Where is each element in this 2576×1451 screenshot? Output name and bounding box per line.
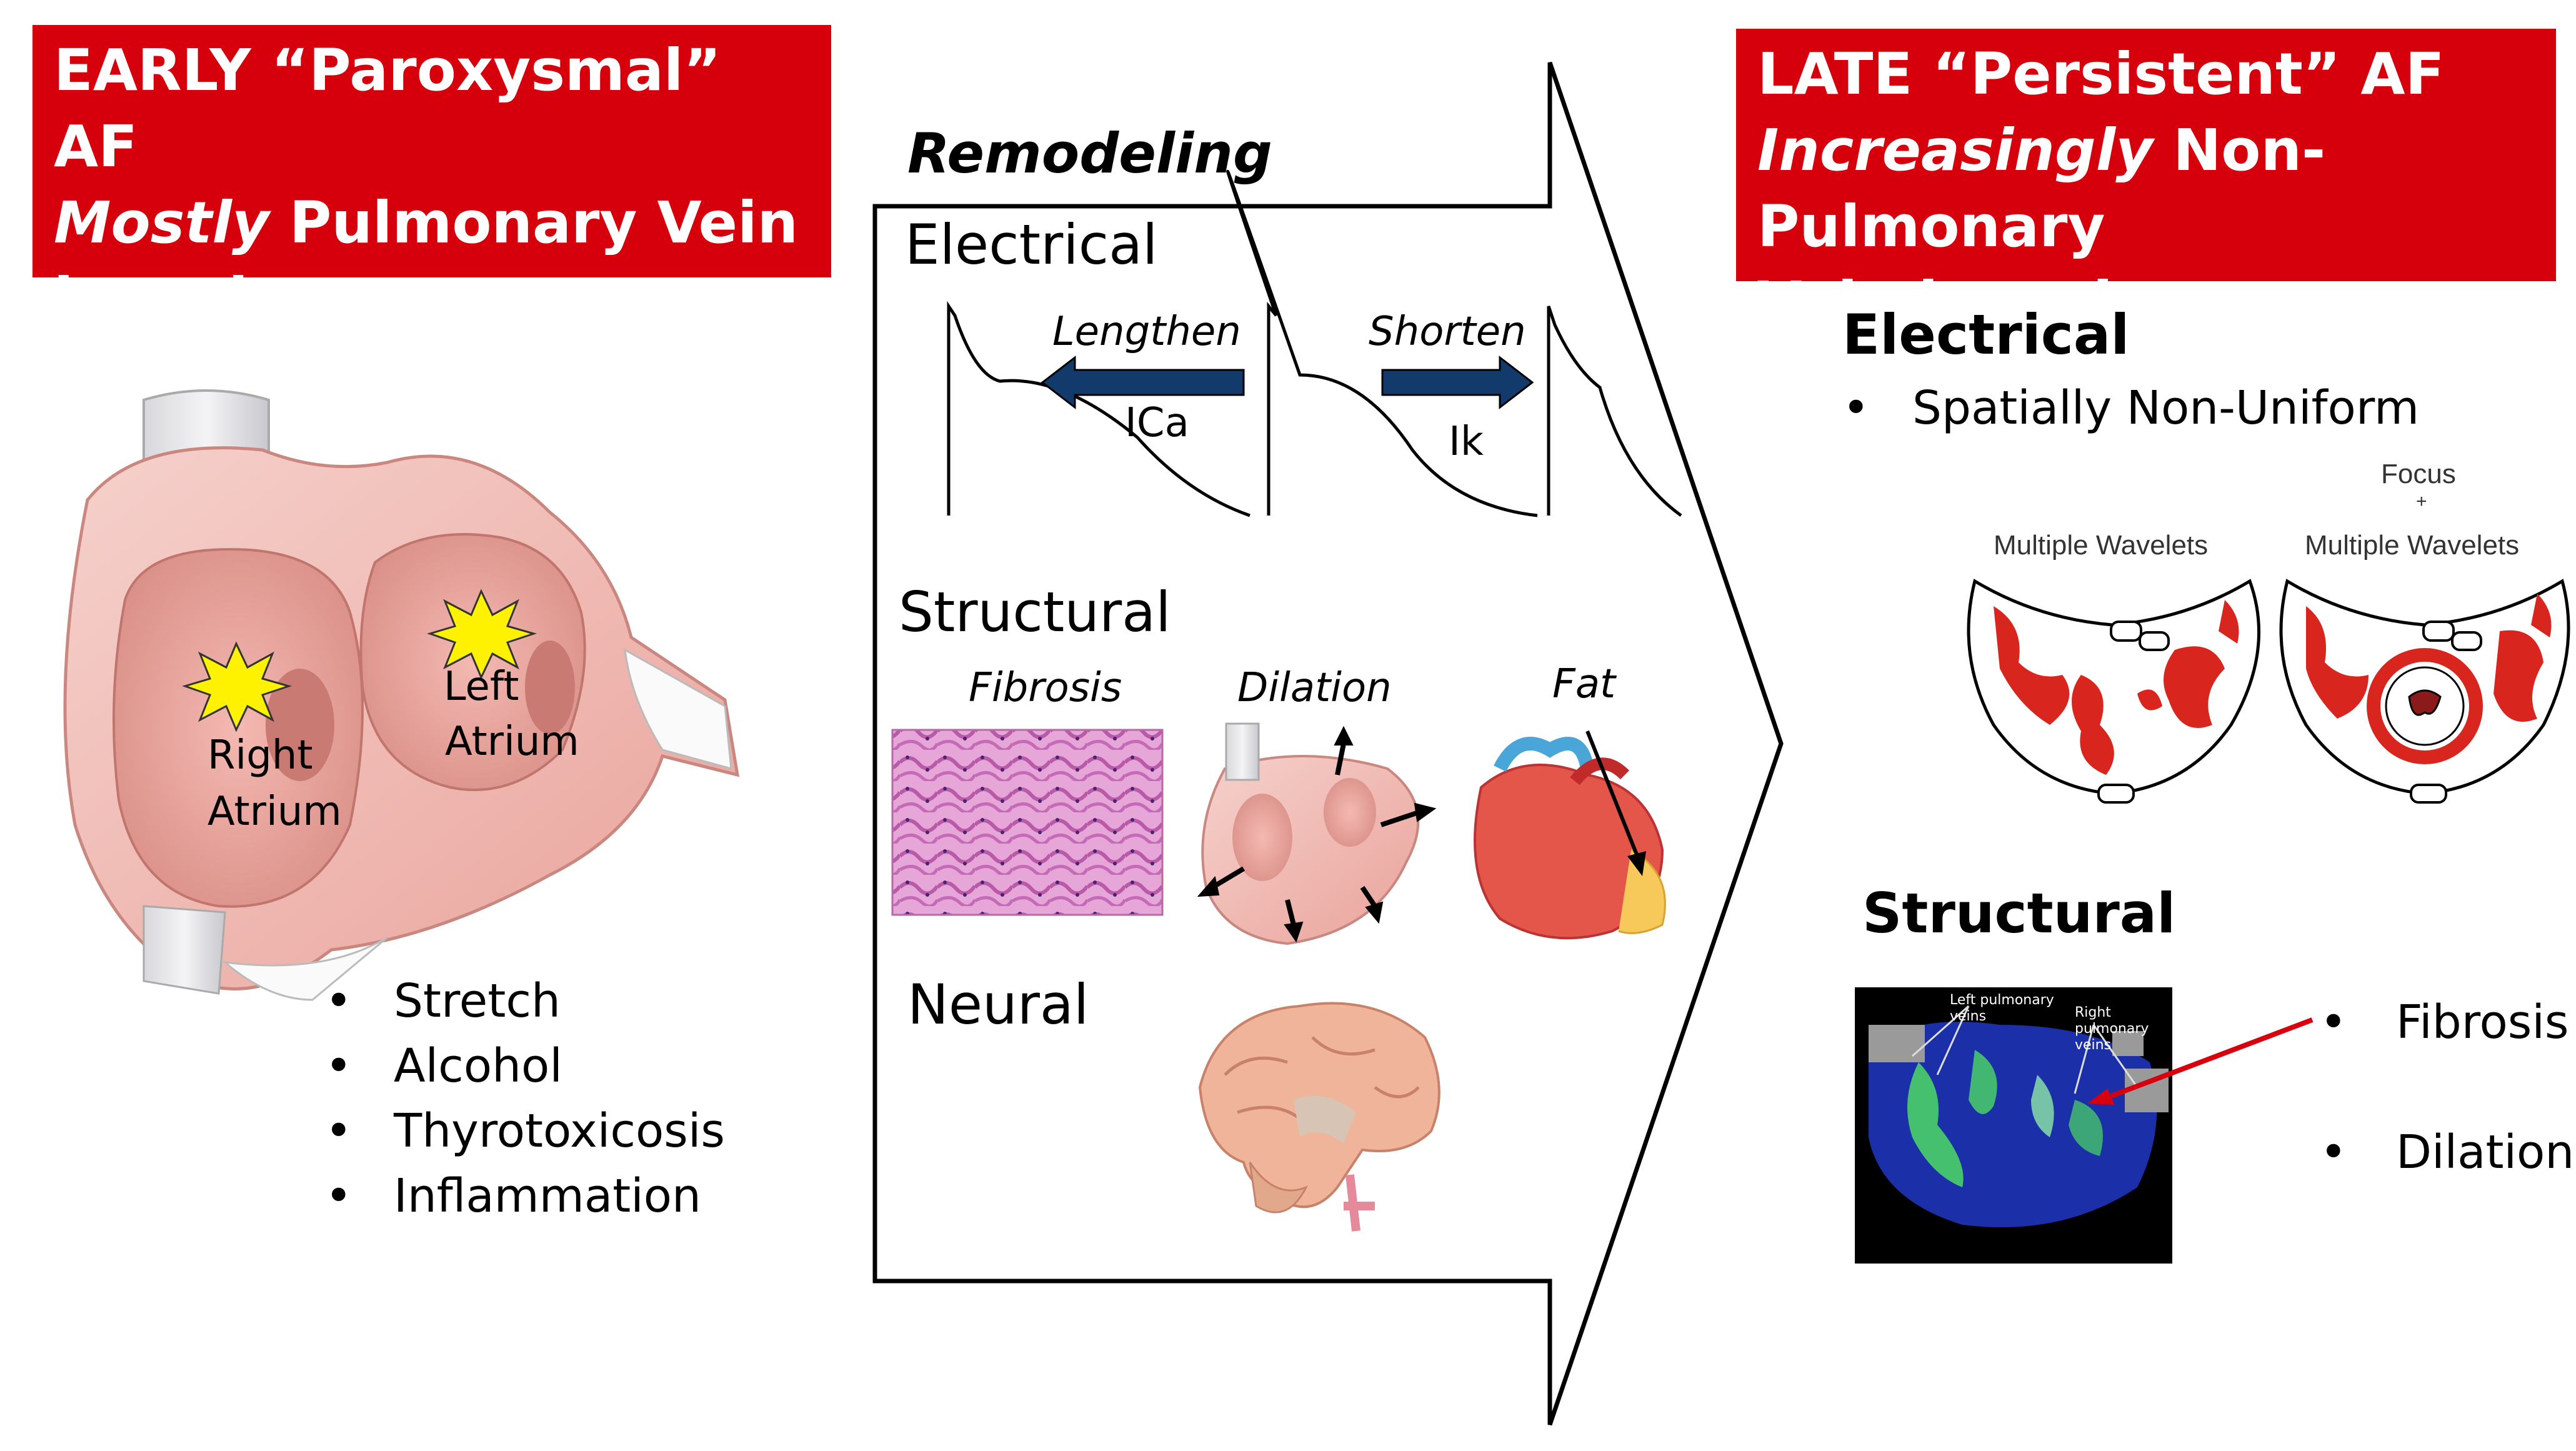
lengthen-label: Lengthen: [1052, 309, 1241, 355]
early-af-header-line1: EARLY “Paroxysmal” AF: [54, 37, 721, 180]
remodeling-title: Remodeling: [907, 121, 1272, 186]
map2-label-focus: Focus: [2381, 459, 2456, 489]
fat-label: Fat: [1552, 661, 1616, 707]
spatially-non-uniform-text: Spatially Non-Uniform: [1912, 381, 2420, 435]
ica-label: ICa: [1125, 400, 1189, 446]
trigger-alcohol: Alcohol: [394, 1039, 562, 1093]
late-structural-list: •Fibrosis •Dilation: [2320, 990, 2574, 1185]
spark-icon-right-atrium: [182, 641, 292, 732]
trigger-list: •Stretch •Alcohol •Thyrotoxicosis •Infla…: [325, 969, 725, 1229]
ap-trace-normal: [1226, 169, 1538, 517]
map2-label-plus: +: [2416, 491, 2427, 512]
direction-arrows: [1041, 355, 1534, 410]
list-item: •Dilation: [2320, 1125, 2575, 1179]
ap-trace-short: [1547, 306, 1682, 517]
shorten-label: Shorten: [1369, 309, 1526, 355]
heart-illustration: [63, 389, 740, 1001]
white-flap-right: [624, 648, 732, 770]
spark-icon-left-atrium: [427, 589, 537, 680]
structural-heading: Structural: [899, 580, 1171, 644]
list-item: •Fibrosis: [2320, 995, 2569, 1049]
late-af-header: LATE “Persistent” AF Increasingly Non-Pu…: [1736, 29, 2556, 336]
map1-label: Multiple Wavelets: [1994, 530, 2209, 561]
left-atrium-cavity: [359, 533, 586, 791]
late-af-header-line1: LATE “Persistent” AF: [1757, 41, 2445, 107]
white-flap-bottom: [222, 936, 388, 1001]
atrial-map-multiple-wavelets: [1967, 579, 2261, 804]
mri-label-right: Right pulmonary veins: [2075, 1005, 2149, 1053]
mri-fibrosis-image: [1855, 987, 2172, 1264]
map2-label-wavelets: Multiple Wavelets: [2305, 530, 2520, 561]
late-af-header-increasingly: Increasingly: [1757, 117, 2154, 184]
late-af-header-line2: Increasingly Non-Pulmonary: [1757, 112, 2535, 265]
early-af-header-line2: Mostly Pulmonary Vein: [54, 185, 810, 261]
early-af-header-pv: Pulmonary Vein: [269, 189, 799, 256]
brain-image: [1198, 1002, 1440, 1232]
spatially-non-uniform-bullet: •Spatially Non-Uniform: [1842, 381, 2420, 435]
fat-heart-image: [1474, 730, 1666, 940]
lengthen-arrow-icon: [1041, 355, 1245, 410]
late-af-header-line3: Vein based: [1757, 269, 2113, 336]
remodeling-arrow-frame: [872, 61, 1784, 1426]
ivc-vein: [142, 905, 226, 995]
mri-label-left: Left pulmonary veins: [1950, 992, 2054, 1024]
la-opening: [525, 641, 575, 734]
right-atrium-label-2: Atrium: [207, 789, 342, 835]
list-item: •Stretch: [325, 974, 561, 1028]
trigger-stretch: Stretch: [394, 974, 561, 1028]
late-af-header-npv: Non-Pulmonary: [1757, 117, 2326, 260]
list-item: •Thyrotoxicosis: [325, 1104, 725, 1158]
fibrosis-histology-image: [891, 729, 1164, 916]
left-atrium-label-2: Atrium: [445, 719, 579, 765]
list-item: •Inflammation: [325, 1169, 701, 1223]
atrial-map-focus-multiple-wavelets: [2279, 579, 2570, 804]
fibrosis-label: Fibrosis: [969, 665, 1122, 711]
right-atrium-label-1: Right: [207, 732, 313, 779]
dilation-heart-image: [1197, 722, 1437, 945]
late-dilation: Dilation: [2396, 1125, 2575, 1179]
early-af-header-mostly: Mostly: [54, 189, 269, 256]
list-item: •Alcohol: [325, 1039, 562, 1093]
electrical-heading: Electrical: [905, 212, 1158, 277]
fibrosis-pointer-arrow: [2087, 1017, 2314, 1105]
shorten-arrow-icon: [1381, 355, 1534, 410]
ra-opening: [266, 669, 334, 781]
trigger-inflammation: Inflammation: [394, 1169, 701, 1223]
left-atrium-label-1: Left: [444, 664, 519, 710]
late-electrical-heading: Electrical: [1842, 302, 2130, 367]
early-af-header: EARLY “Paroxysmal” AF Mostly Pulmonary V…: [32, 25, 831, 332]
neural-heading: Neural: [907, 972, 1089, 1037]
late-structural-heading: Structural: [1862, 881, 2176, 945]
trigger-spark-icons: [182, 589, 537, 732]
late-fibrosis: Fibrosis: [2396, 995, 2569, 1049]
early-af-header-line3: based: [54, 266, 248, 332]
ik-label: Ik: [1449, 419, 1484, 465]
dilation-label: Dilation: [1237, 665, 1392, 711]
trigger-thyrotoxicosis: Thyrotoxicosis: [394, 1104, 725, 1158]
